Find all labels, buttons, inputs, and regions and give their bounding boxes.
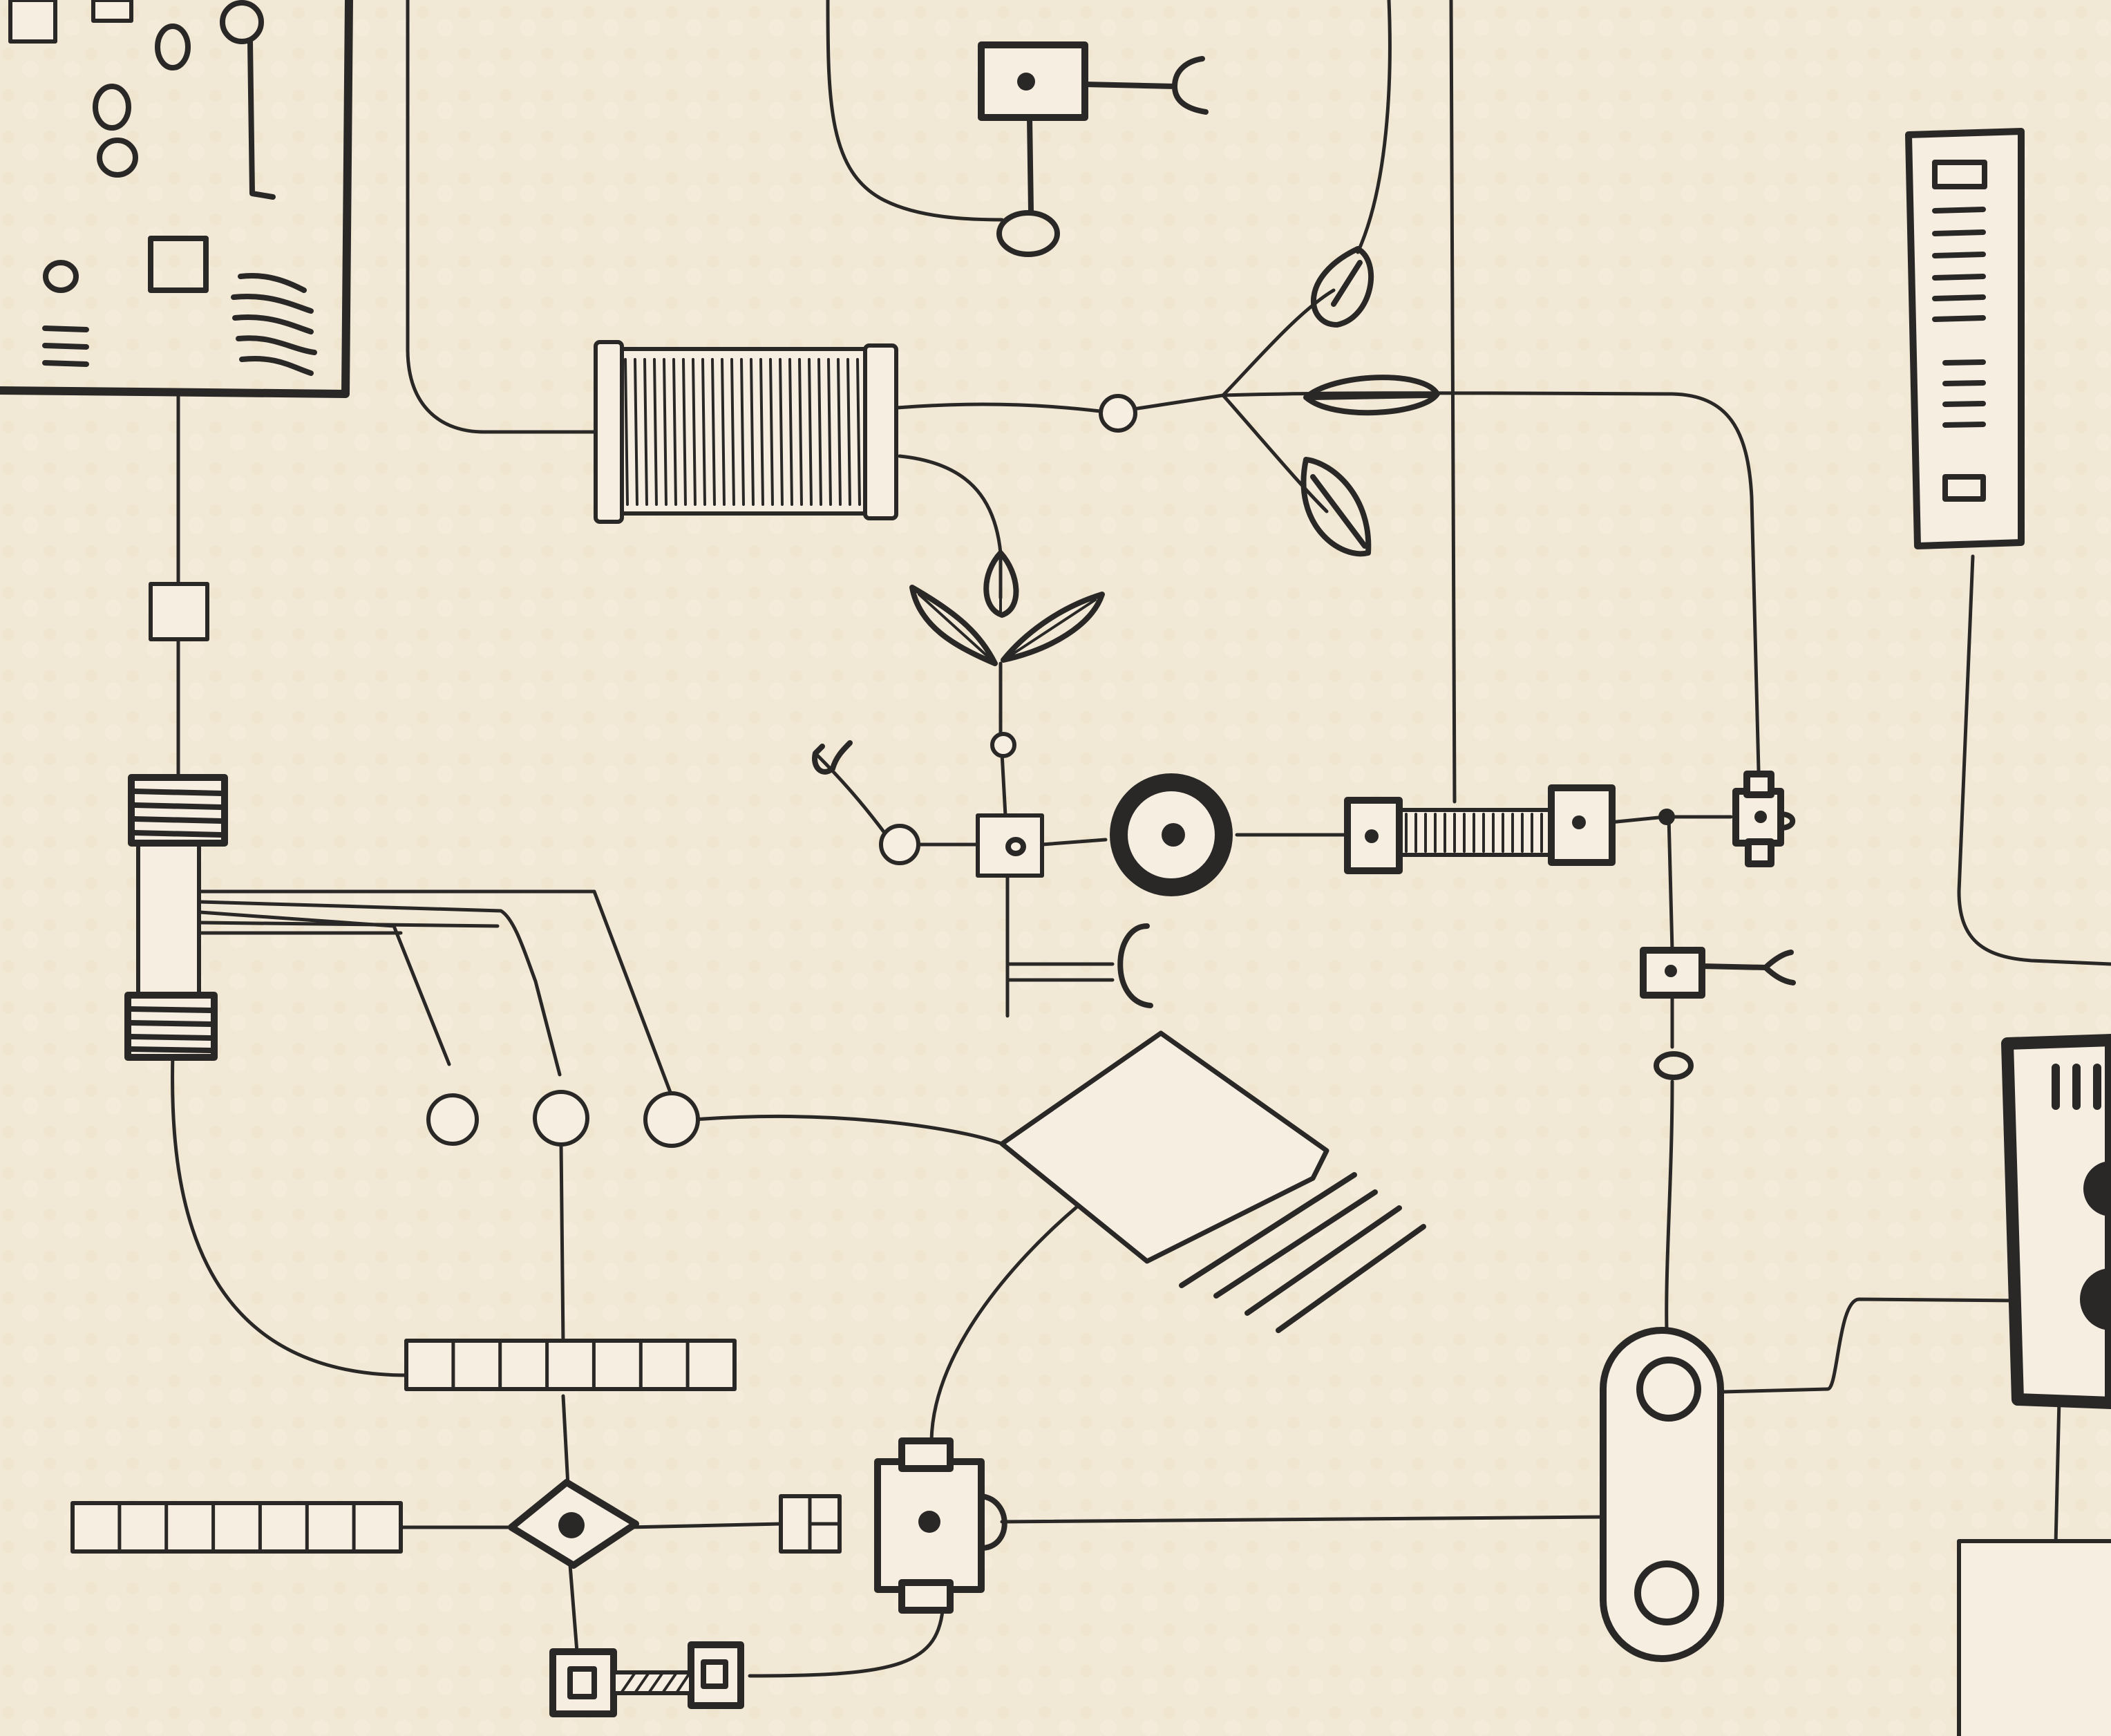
square-indicator	[10, 0, 55, 41]
terminal-circles	[428, 1092, 698, 1146]
coil-flange-left	[596, 342, 622, 522]
link-oval	[1603, 1330, 1721, 1659]
base-block	[1959, 1541, 2111, 1736]
square-indicator	[93, 0, 131, 21]
coil-flange-right	[865, 346, 896, 518]
terminal-circle	[428, 1095, 477, 1144]
center-square-connector	[978, 815, 1042, 876]
junction-circle	[881, 826, 918, 863]
indicator-rack	[1909, 131, 2021, 546]
segment-bar-upper	[406, 1341, 735, 1389]
split-block	[781, 1496, 840, 1551]
segment-bar-lower	[73, 1503, 401, 1551]
terminal-circle	[535, 1092, 587, 1144]
inline-square-connector	[151, 584, 207, 639]
junction-circle	[1101, 396, 1135, 431]
wire-coil	[596, 342, 896, 522]
terminal-circle	[645, 1093, 698, 1146]
target-ring	[1119, 782, 1224, 887]
junction-dot	[1658, 809, 1675, 825]
right-control-box	[2007, 1040, 2111, 1403]
stem-node	[992, 734, 1014, 756]
